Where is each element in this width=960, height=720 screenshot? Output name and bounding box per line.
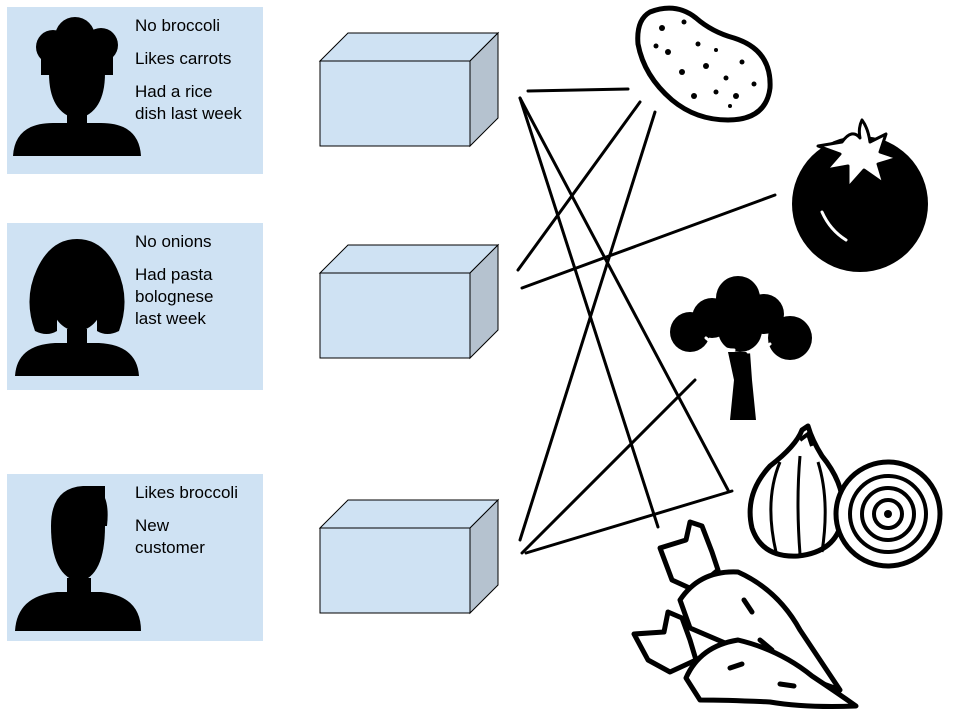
customer-note: New customer	[135, 516, 205, 557]
connector-box2-potato	[516, 100, 642, 272]
chef-silhouette-icon	[13, 17, 141, 156]
customer-note: Likes carrots	[135, 49, 232, 68]
customer-note: Had pasta bolognese last week	[135, 265, 214, 328]
customer-note: Likes broccoli	[135, 483, 238, 502]
potato-icon	[635, 5, 773, 123]
connector-box3-onion	[524, 489, 734, 555]
customer-note: No onions	[135, 232, 212, 251]
connector-lines	[516, 87, 777, 555]
customer-card-2: No onions Had pasta bolognese last week	[7, 223, 263, 390]
customer-card-1: No broccoli Likes carrots Had a rice dis…	[7, 7, 263, 174]
connector-box3-potato	[518, 110, 657, 542]
connector-box2-tomato	[520, 193, 777, 290]
customer-notes-1: No broccoli Likes carrots Had a rice dis…	[135, 15, 259, 136]
onion-icon	[747, 423, 943, 569]
delivery-box-3	[318, 498, 500, 615]
carrot-icon	[631, 519, 859, 709]
woman-silhouette-icon	[15, 239, 139, 376]
connector-box1-potato	[526, 87, 630, 93]
connector-box1-onion	[518, 96, 730, 492]
delivery-box-2	[318, 243, 500, 360]
man-silhouette-icon	[15, 486, 141, 631]
customer-card-3: Likes broccoli New customer	[7, 474, 263, 641]
broccoli-icon	[670, 276, 812, 420]
delivery-box-1	[318, 31, 500, 148]
tomato-icon	[792, 118, 928, 272]
customer-note: No broccoli	[135, 16, 221, 35]
connector-box1-carrot	[518, 96, 660, 529]
customer-notes-3: Likes broccoli New customer	[135, 482, 259, 570]
customer-notes-2: No onions Had pasta bolognese last week	[135, 231, 259, 341]
customer-note: Had a rice dish last week	[135, 82, 242, 123]
connector-box3-broccoli	[520, 378, 697, 555]
